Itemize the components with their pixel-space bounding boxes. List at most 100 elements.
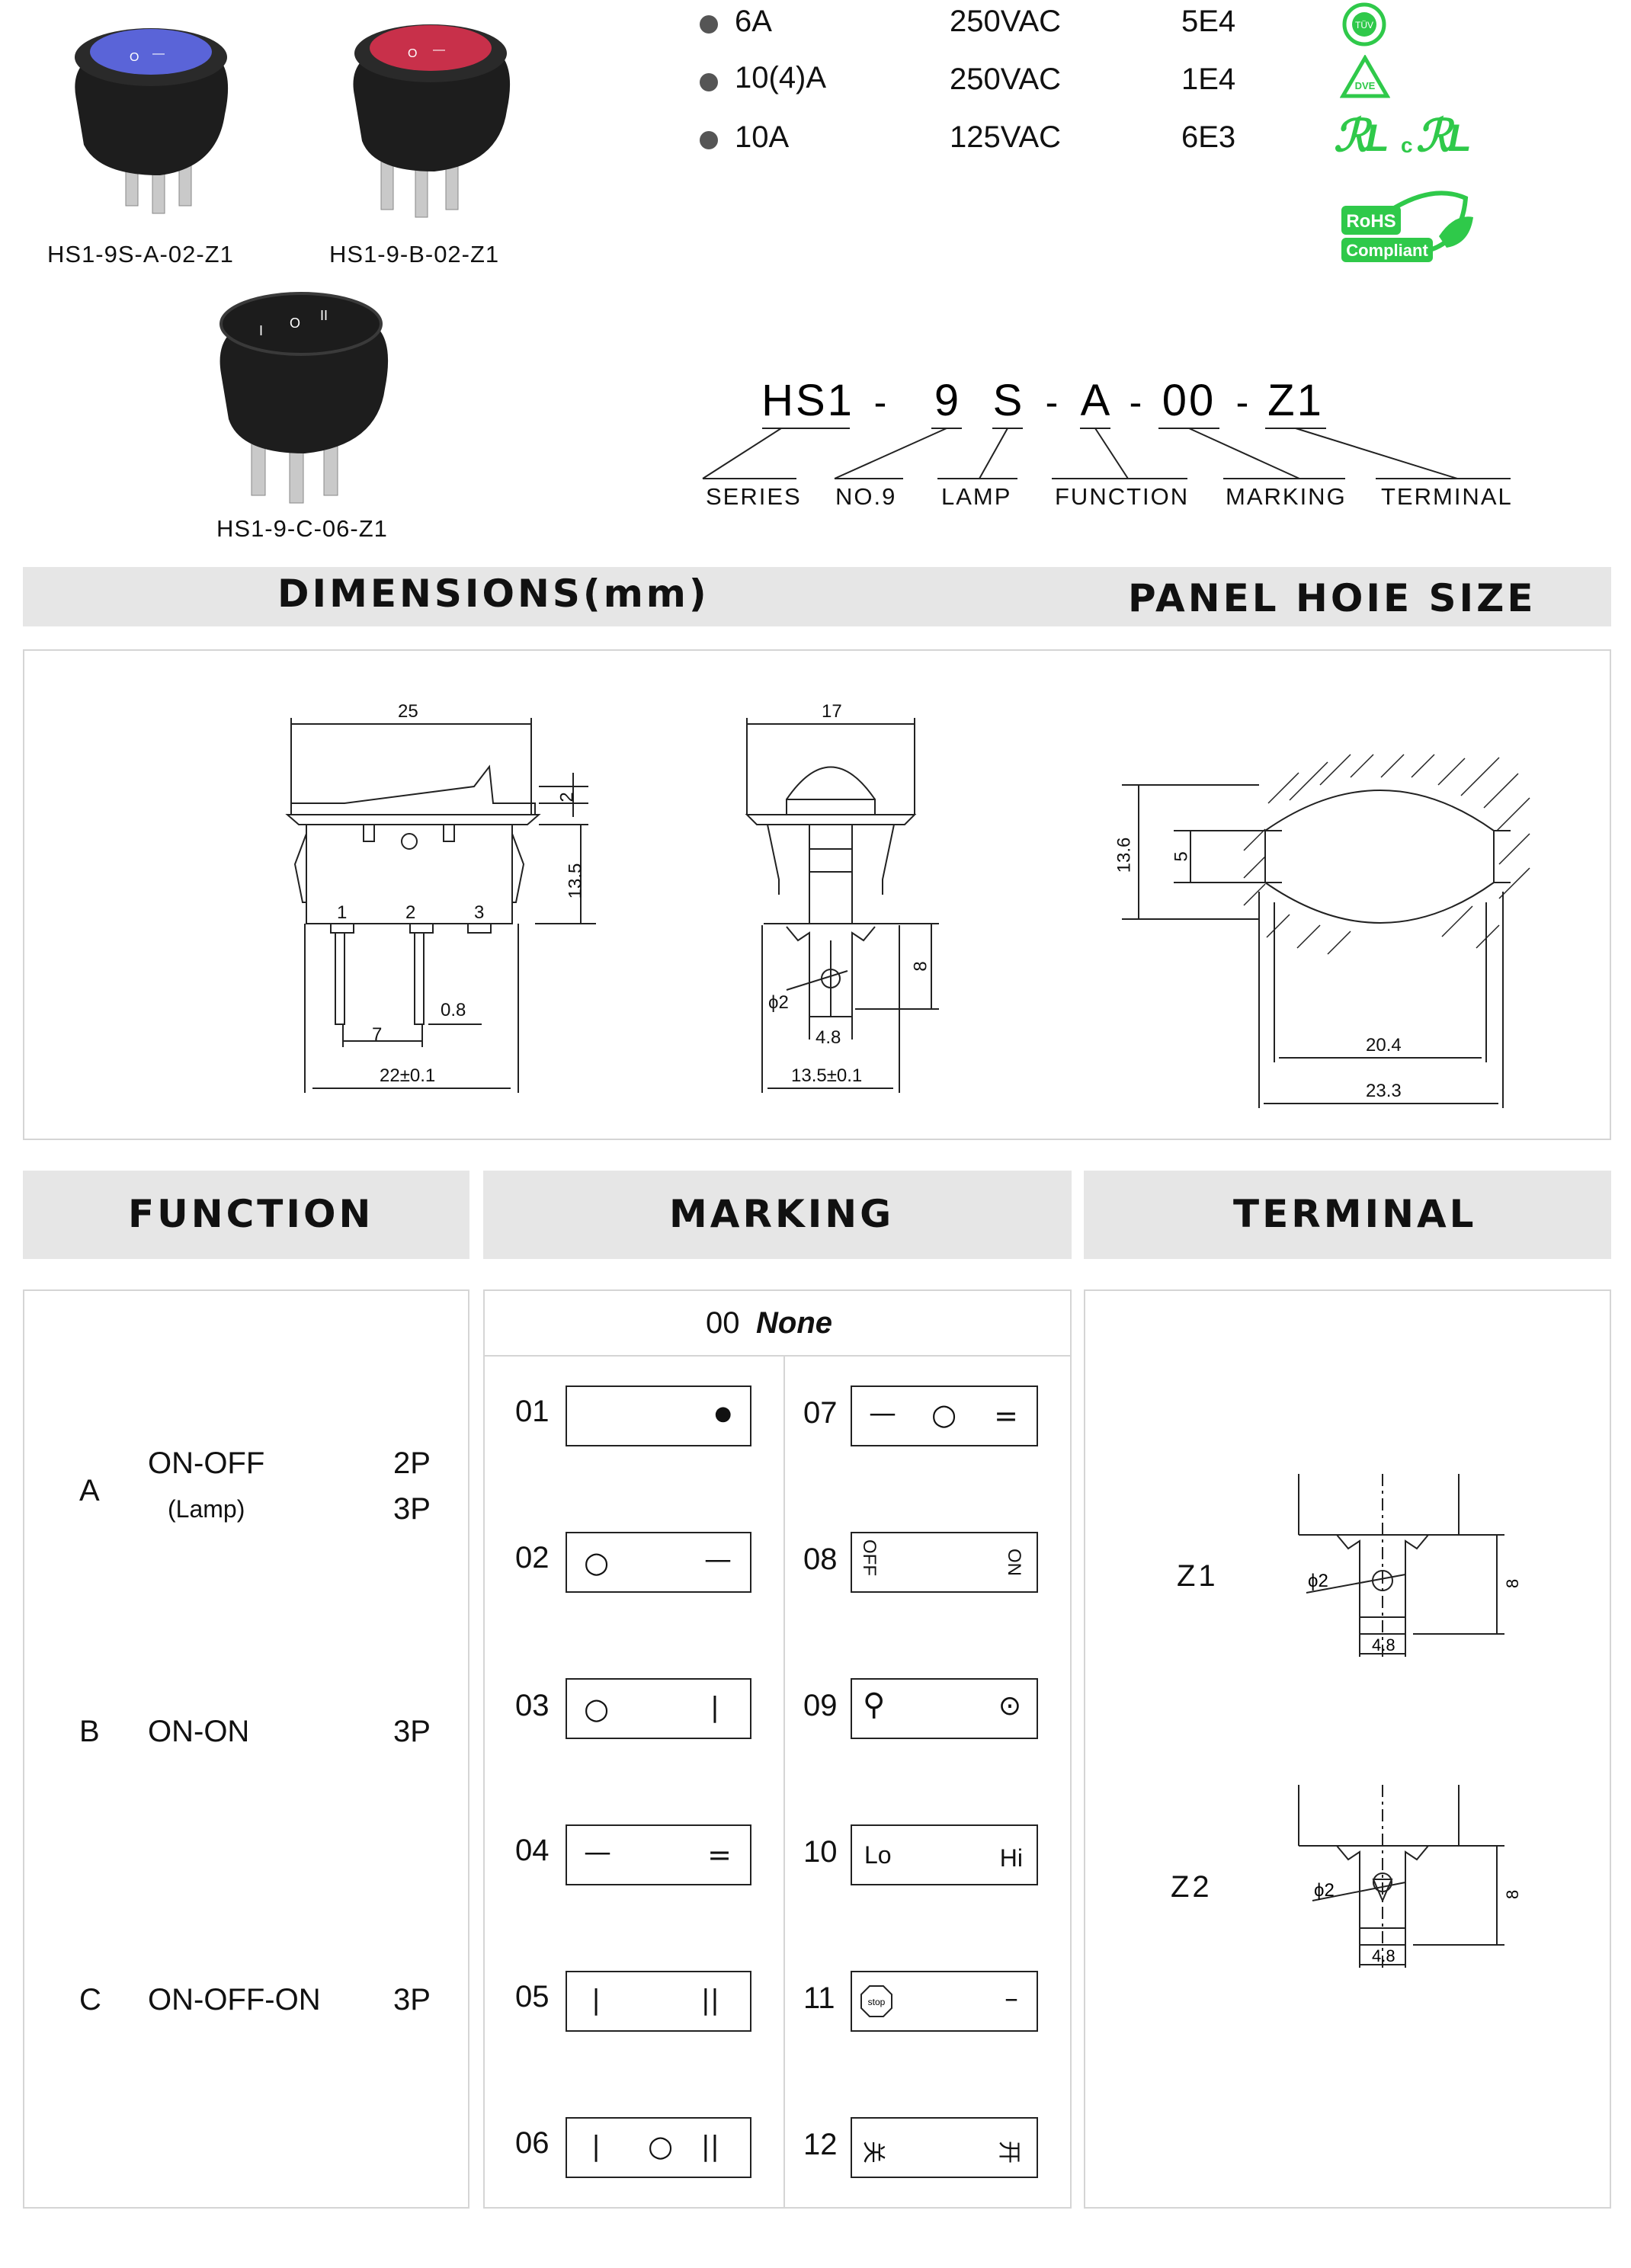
marking-panel: 00 None 01 ● 02 ○ — 03 ○ | 04 — = 05 | |… bbox=[483, 1289, 1072, 2209]
svg-text:4.8: 4.8 bbox=[1372, 1635, 1395, 1655]
svg-text:II: II bbox=[320, 308, 328, 323]
svg-text:stop: stop bbox=[868, 1997, 886, 2007]
dim-pin-pitch: 7 bbox=[372, 1024, 383, 1045]
function-pole-a1: 2P bbox=[393, 1446, 431, 1480]
marking-code-06: 06 bbox=[515, 2126, 550, 2160]
marking-title: MARKING bbox=[669, 1192, 895, 1236]
rating-voltage: 250VAC bbox=[950, 62, 1062, 96]
svg-text:—: — bbox=[152, 47, 165, 60]
pn-label-marking: MARKING bbox=[1226, 483, 1347, 510]
function-note-a: (Lamp) bbox=[168, 1495, 245, 1523]
function-title: FUNCTION bbox=[128, 1192, 374, 1236]
pn-seg-series: HS1 bbox=[761, 376, 854, 425]
ratings-table: 6A 250VAC 5E4 10(4)A 250VAC 1E4 10A 125V… bbox=[700, 5, 1271, 165]
marking-box-03: ○ | bbox=[566, 1678, 751, 1739]
rating-voltage: 250VAC bbox=[950, 5, 1062, 38]
svg-text:DVE: DVE bbox=[1355, 80, 1376, 91]
marking-box-09: ⚲ ⊙ bbox=[851, 1678, 1038, 1739]
product-photo-2: O — bbox=[335, 11, 526, 225]
pn-label-no9: NO.9 bbox=[835, 483, 897, 510]
product-label-1: HS1-9S-A-02-Z1 bbox=[47, 241, 234, 267]
stop-icon: stop bbox=[860, 1984, 893, 2018]
pn-seg-lamp: S bbox=[993, 376, 1023, 425]
bullet-icon bbox=[700, 131, 718, 149]
bullet-icon bbox=[700, 73, 718, 91]
pn-label-lamp: LAMP bbox=[941, 483, 1012, 510]
dim-panel-height: 13.6 bbox=[1114, 837, 1135, 873]
marking-box-12: 关 开 bbox=[851, 2117, 1038, 2178]
svg-text:Compliant: Compliant bbox=[1346, 241, 1428, 260]
dimensions-title: DIMENSIONS(mm) bbox=[277, 572, 710, 616]
marking-box-11: stop – bbox=[851, 1971, 1038, 2032]
svg-text:ℛ: ℛ bbox=[1334, 114, 1373, 160]
terminal-drawing-z1: ϕ2 4.8 8 bbox=[1298, 1474, 1522, 1657]
dim-pin-thick: 0.8 bbox=[441, 1000, 466, 1020]
marking-box-10: Lo Hi bbox=[851, 1824, 1038, 1885]
marking-code-03: 03 bbox=[515, 1689, 550, 1722]
terminal-header-bar bbox=[1084, 1171, 1611, 1259]
svg-text:I: I bbox=[259, 323, 263, 338]
marking-code-07: 07 bbox=[803, 1396, 838, 1430]
marking-none-code: 00 bbox=[706, 1306, 740, 1340]
svg-text:8: 8 bbox=[1503, 1890, 1522, 1899]
terminal-code-z1: Z1 bbox=[1177, 1559, 1219, 1593]
marking-code-11: 11 bbox=[803, 1981, 835, 2015]
function-pole-a2: 3P bbox=[393, 1492, 431, 1526]
marking-divider bbox=[783, 1355, 785, 2209]
dim-front-width: 25 bbox=[398, 701, 418, 722]
svg-text:RoHS: RoHS bbox=[1346, 211, 1395, 232]
bullet-icon bbox=[700, 15, 718, 34]
rating-life: 5E4 bbox=[1181, 5, 1236, 38]
marking-box-08: OFF ON bbox=[851, 1532, 1038, 1593]
marking-box-07: — ○ = bbox=[851, 1385, 1038, 1446]
svg-text:O: O bbox=[130, 51, 139, 64]
svg-text:8: 8 bbox=[1503, 1579, 1522, 1588]
pn-label-series: SERIES bbox=[706, 483, 802, 510]
rating-current: 10(4)A bbox=[735, 61, 827, 94]
lens-3 bbox=[219, 292, 383, 356]
product-photo-3: I O II bbox=[206, 282, 404, 511]
dim-panel-outer: 23.3 bbox=[1366, 1081, 1402, 1101]
function-panel: A ON-OFF (Lamp) 2P 3P B ON-ON 3P C ON-OF… bbox=[23, 1289, 469, 2209]
marking-code-12: 12 bbox=[803, 2128, 838, 2161]
rating-life: 6E3 bbox=[1181, 120, 1236, 154]
function-pole-c1: 3P bbox=[393, 1983, 431, 2017]
dimensions-header-bar bbox=[23, 567, 1611, 626]
marking-box-06: | ○ || bbox=[566, 2117, 751, 2178]
marking-code-04: 04 bbox=[515, 1834, 550, 1867]
dim-panel-inner: 20.4 bbox=[1366, 1035, 1402, 1056]
function-header-bar bbox=[23, 1171, 469, 1259]
svg-text:ℛ: ℛ bbox=[1416, 114, 1455, 160]
svg-text:O: O bbox=[290, 316, 300, 331]
svg-text:c: c bbox=[1401, 133, 1413, 157]
dim-pin-1: 1 bbox=[337, 902, 348, 923]
rohs-icon: RoHS Compliant bbox=[1340, 183, 1477, 267]
marking-box-02: ○ — bbox=[566, 1532, 751, 1593]
terminal-code-z2: Z2 bbox=[1171, 1870, 1213, 1904]
svg-text:TÜV: TÜV bbox=[1355, 20, 1373, 30]
marking-code-08: 08 bbox=[803, 1542, 838, 1576]
pn-seg-function: A bbox=[1081, 376, 1110, 425]
pn-label-terminal: TERMINAL bbox=[1381, 483, 1513, 510]
product-label-2: HS1-9-B-02-Z1 bbox=[329, 241, 500, 267]
pn-seg-no9: 9 bbox=[934, 376, 959, 425]
svg-text:O: O bbox=[408, 47, 417, 60]
marking-none-label: None bbox=[756, 1306, 832, 1340]
dim-pin-2: 2 bbox=[405, 902, 416, 923]
dim-front-lip: 2 bbox=[556, 792, 578, 802]
product-photo-1: O — bbox=[53, 15, 244, 229]
svg-text:-: - bbox=[1236, 381, 1249, 424]
svg-text:L: L bbox=[1366, 117, 1389, 159]
dim-front-body: 22±0.1 bbox=[380, 1065, 436, 1086]
pn-seg-terminal: Z1 bbox=[1267, 376, 1324, 425]
function-code-a: A bbox=[79, 1474, 100, 1507]
dim-side-tab-h: 8 bbox=[910, 961, 931, 972]
function-code-b: B bbox=[79, 1715, 100, 1748]
part-number-diagram: HS1 - 9 S - A - 00 - Z1 bbox=[686, 373, 1540, 518]
function-code-c: C bbox=[79, 1983, 101, 2017]
terminal-title: TERMINAL bbox=[1233, 1192, 1477, 1236]
svg-text:4.8: 4.8 bbox=[1372, 1946, 1395, 1965]
ul-icon: ℛ L c ℛ L bbox=[1334, 111, 1486, 161]
pn-label-function: FUNCTION bbox=[1055, 483, 1190, 510]
terminal-panel: Z1 ϕ2 4.8 8 Z2 bbox=[1084, 1289, 1611, 2209]
